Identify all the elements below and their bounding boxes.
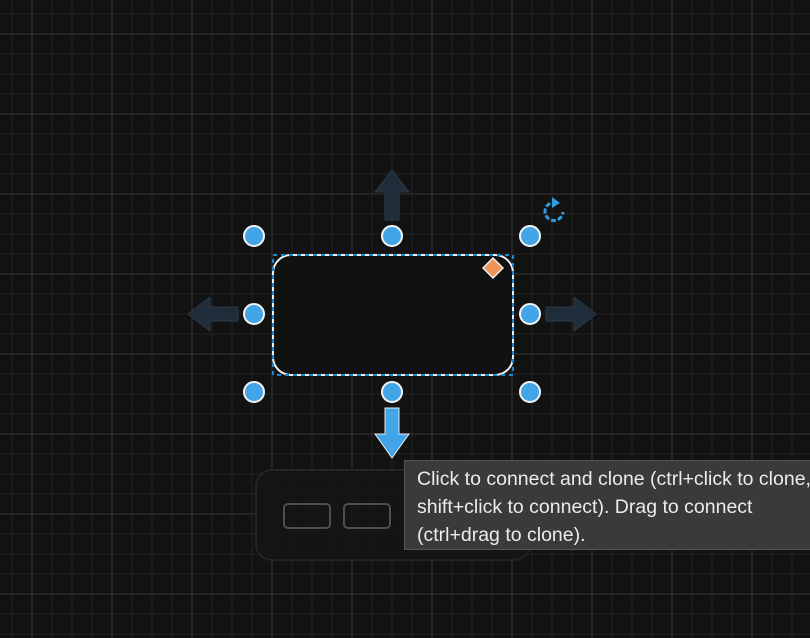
selected-shape[interactable] [272, 254, 514, 376]
resize-handle[interactable] [381, 381, 403, 403]
orange-diamond-icon[interactable] [481, 256, 505, 280]
arrow-right-icon[interactable] [545, 295, 597, 333]
resize-handle[interactable] [243, 303, 265, 325]
resize-handle[interactable] [243, 381, 265, 403]
resize-handle[interactable] [381, 225, 403, 247]
resize-handle[interactable] [243, 225, 265, 247]
tooltip: Click to connect and clone (ctrl+click t… [404, 460, 810, 550]
resize-handle[interactable] [519, 225, 541, 247]
tooltip-line: (ctrl+drag to clone). [417, 524, 586, 546]
tooltip-line: shift+click to connect). Drag to connect [417, 496, 753, 518]
arrow-left-icon[interactable] [187, 295, 239, 333]
resize-handle[interactable] [519, 381, 541, 403]
arrow-down-icon[interactable] [374, 407, 410, 459]
rotate-icon[interactable] [543, 197, 565, 222]
resize-handle[interactable] [519, 303, 541, 325]
arrow-up-icon[interactable] [373, 169, 411, 221]
selection-outline [272, 254, 514, 376]
tooltip-line: Click to connect and clone (ctrl+click t… [417, 468, 810, 490]
